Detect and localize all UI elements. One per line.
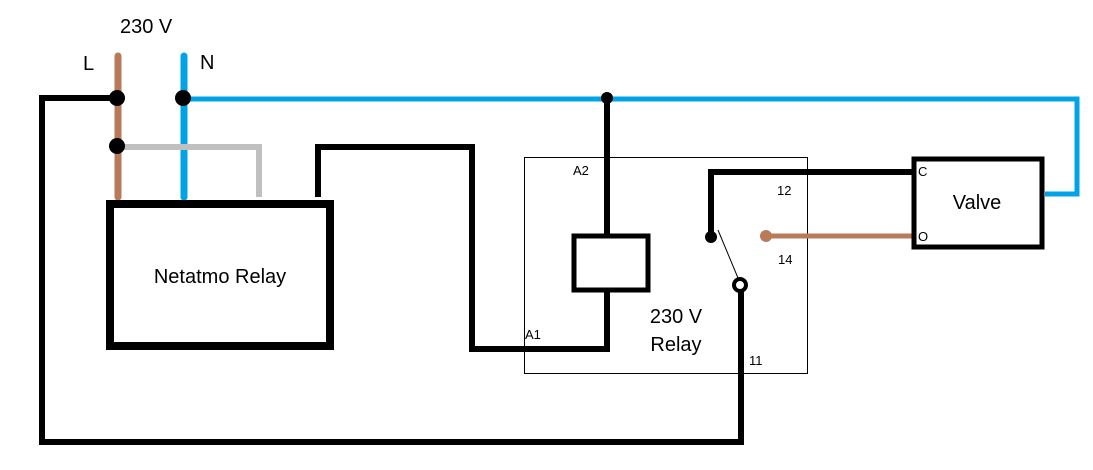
valve-label: Valve [953,192,1002,214]
valve-terminal-c: C [918,164,927,179]
live-label: L [83,53,94,75]
terminal-a2-label: A2 [573,163,589,178]
wire-live-to-netatmo [118,144,262,197]
neutral-label: N [200,52,214,74]
terminal-12-label: 12 [777,183,791,198]
junction-live-netatmo [109,138,125,154]
terminal-12-contact [705,231,717,243]
wire-live-to-terminal-11 [39,95,744,445]
supply-voltage-label: 230 V [120,16,173,38]
wire-neutral-to-valve [184,96,1080,197]
junction-neutral-a2 [601,92,613,104]
junction-neutral [175,90,191,106]
relay-housing [524,157,808,374]
netatmo-relay-label: Netatmo Relay [154,266,286,288]
junction-live-top [109,90,125,106]
relay-label-line1: 230 V [650,306,703,328]
terminal-14-contact [760,230,772,242]
terminal-14-label: 14 [778,252,792,267]
wire-terminal-12-to-valve-c [708,169,913,236]
terminal-a1-label: A1 [525,327,541,342]
terminal-11-pivot [732,277,748,293]
relay-switch-arm [717,229,739,279]
valve-terminal-o: O [918,229,928,244]
netatmo-relay-box [106,200,334,350]
relay-coil [571,233,651,293]
valve-box [911,156,1045,250]
wire-netatmo-to-a1 [315,144,610,352]
terminal-11-label: 11 [749,353,763,368]
relay-label-line2: Relay [650,334,701,356]
